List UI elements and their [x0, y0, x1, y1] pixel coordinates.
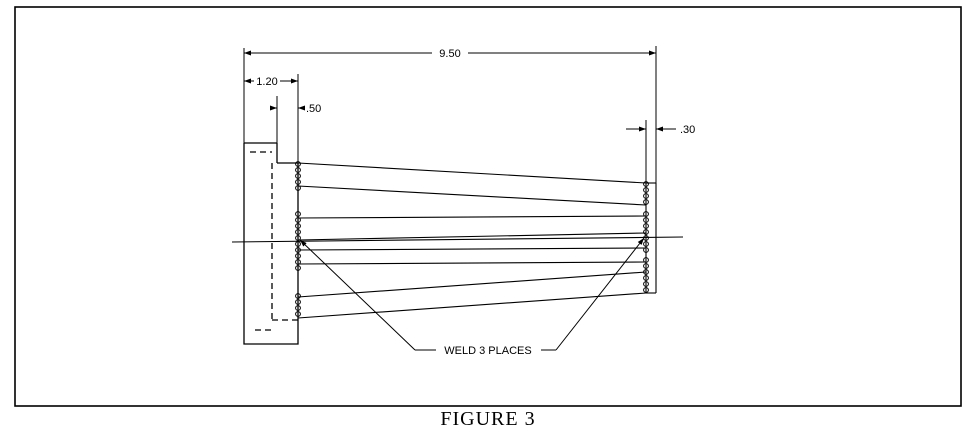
weld-bead [643, 187, 649, 193]
weld-bead [643, 275, 649, 281]
weld-bead [295, 265, 301, 271]
weld-bead [295, 223, 301, 229]
weld-bead [295, 179, 301, 185]
weld-bead [643, 193, 649, 199]
weld-leaders [299, 237, 645, 351]
figure-caption: FIGURE 3 [440, 408, 536, 430]
weld-beads [295, 161, 649, 317]
weld-bead [295, 299, 301, 305]
weld-bead [643, 257, 649, 263]
weld-bead [295, 253, 301, 259]
dimension-flange-offset [270, 96, 305, 143]
weld-bead [643, 269, 649, 275]
weld-bead [643, 217, 649, 223]
weld-note: WELD 3 PLACES [444, 345, 531, 357]
weld-bead [643, 223, 649, 229]
weld-bead [643, 263, 649, 269]
weld-bead [643, 247, 649, 253]
drawing-border [14, 6, 962, 407]
weld-bead [643, 287, 649, 293]
dimension-flange-label: 1.20 [256, 76, 277, 88]
weld-bead [295, 167, 301, 173]
weld-bead [643, 199, 649, 205]
weld-bead [295, 311, 301, 317]
weld-bead [295, 173, 301, 179]
weld-bead [295, 185, 301, 191]
weld-bead [295, 217, 301, 223]
weld-bead [295, 247, 301, 253]
center-line [231, 236, 684, 243]
dimension-flange [244, 74, 299, 163]
weld-bead [295, 259, 301, 265]
weld-bead [643, 211, 649, 217]
weld-bead [295, 235, 301, 241]
dimension-end-offset [626, 120, 676, 183]
weld-bead [295, 293, 301, 299]
dimension-flange-offset-label: .50 [306, 103, 321, 115]
dimension-overall [243, 46, 657, 183]
tapered-tube-assembly [297, 162, 657, 319]
weld-bead [643, 229, 649, 235]
weld-bead [295, 229, 301, 235]
dimension-overall-label: 9.50 [439, 48, 460, 60]
weld-bead [295, 211, 301, 217]
flange-part [243, 142, 299, 345]
weld-bead [643, 281, 649, 287]
dimension-end-offset-label: .30 [680, 124, 695, 136]
weld-bead [295, 305, 301, 311]
